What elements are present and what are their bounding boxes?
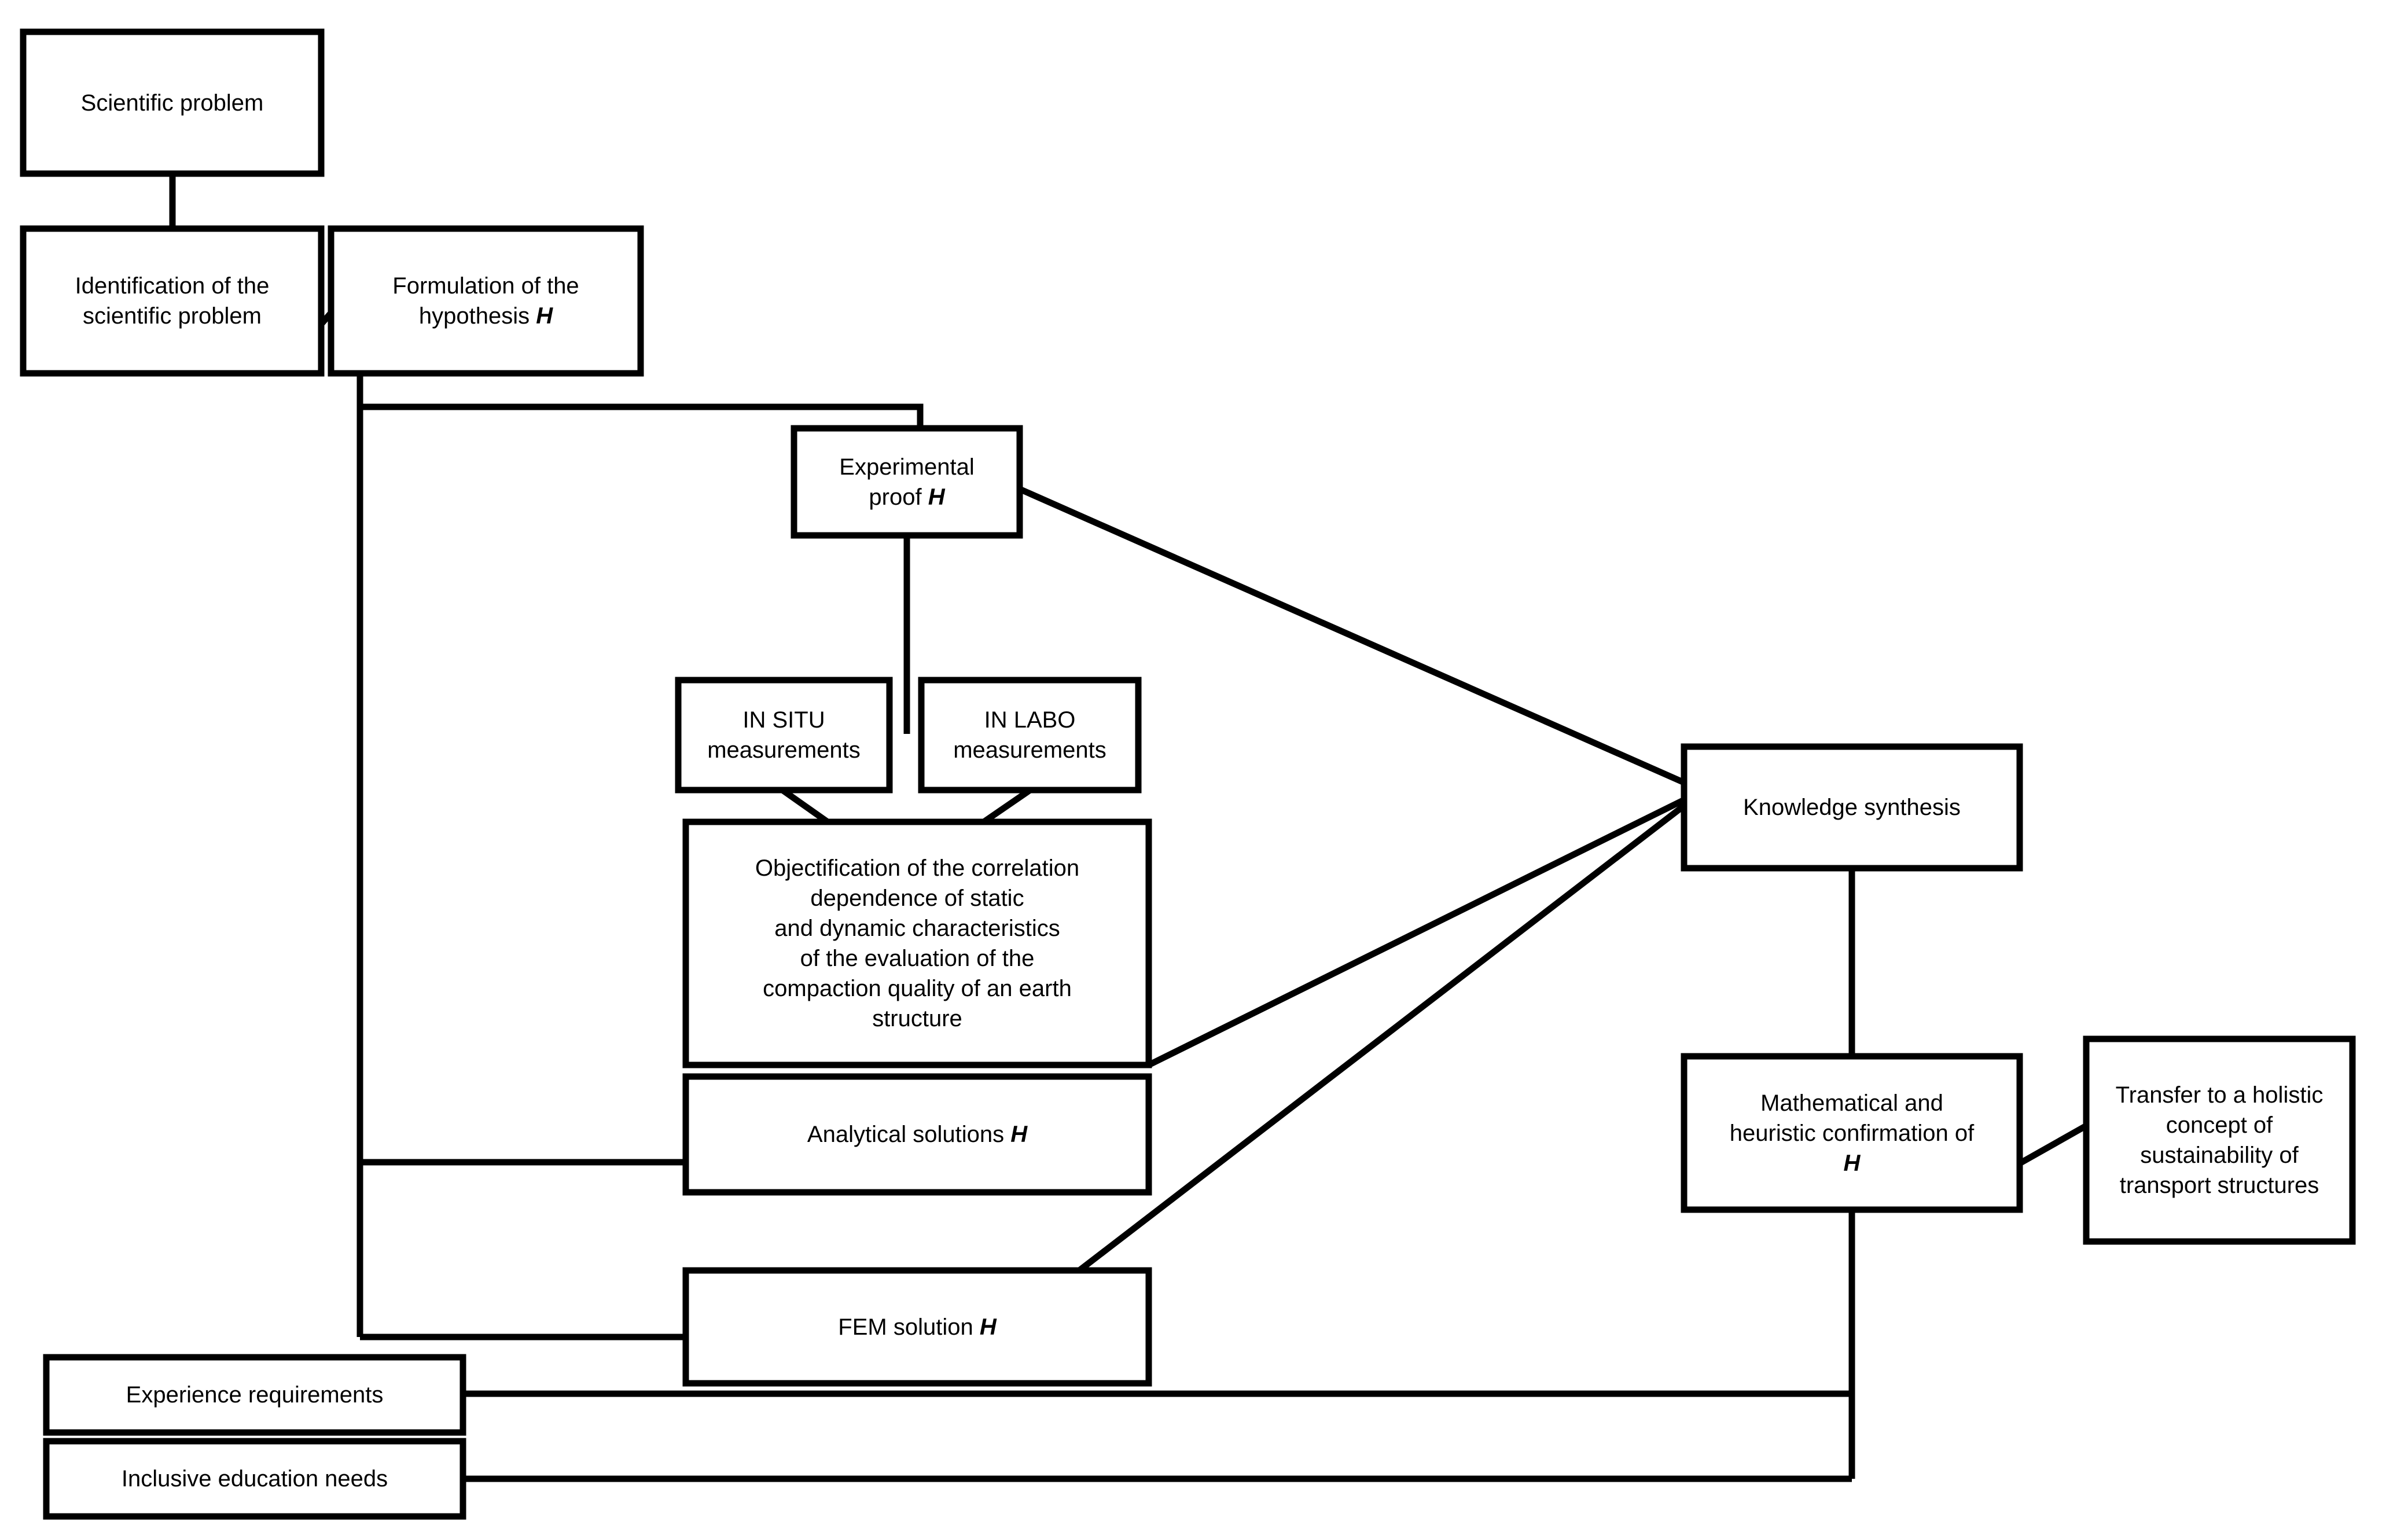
in-labo-to-objectification — [981, 787, 1032, 825]
boxes-group — [20, 28, 2356, 1520]
node-box-formulation[interactable] — [328, 225, 644, 377]
node-box-in-labo[interactable] — [918, 677, 1142, 794]
node-box-in-situ[interactable] — [675, 677, 893, 794]
node-box-knowledge-synthesis[interactable] — [1681, 743, 2023, 872]
objectification-to-knowledge-synthesis — [1147, 797, 1686, 1068]
node-box-analytical-solutions[interactable] — [682, 1073, 1152, 1196]
in-situ-to-objectification — [780, 787, 830, 825]
node-box-fem-solution[interactable] — [682, 1267, 1152, 1387]
node-box-mathematical-confirmation[interactable] — [1681, 1053, 2023, 1213]
node-box-experience-requirements[interactable] — [43, 1354, 466, 1436]
node-box-objectification[interactable] — [682, 818, 1152, 1068]
node-box-experimental-proof[interactable] — [791, 425, 1023, 539]
formulation-branch-to-experimental — [360, 403, 924, 428]
fem-to-knowledge-synthesis — [1077, 803, 1686, 1273]
node-box-scientific-problem[interactable] — [20, 28, 325, 177]
experimental-to-knowledge-synthesis — [1018, 486, 1686, 786]
edges-group — [169, 174, 2088, 1482]
node-box-identification[interactable] — [20, 225, 325, 377]
node-box-transfer-holistic[interactable] — [2083, 1035, 2356, 1245]
node-box-inclusive-education[interactable] — [43, 1438, 466, 1520]
mathematical-to-transfer — [2018, 1123, 2088, 1166]
